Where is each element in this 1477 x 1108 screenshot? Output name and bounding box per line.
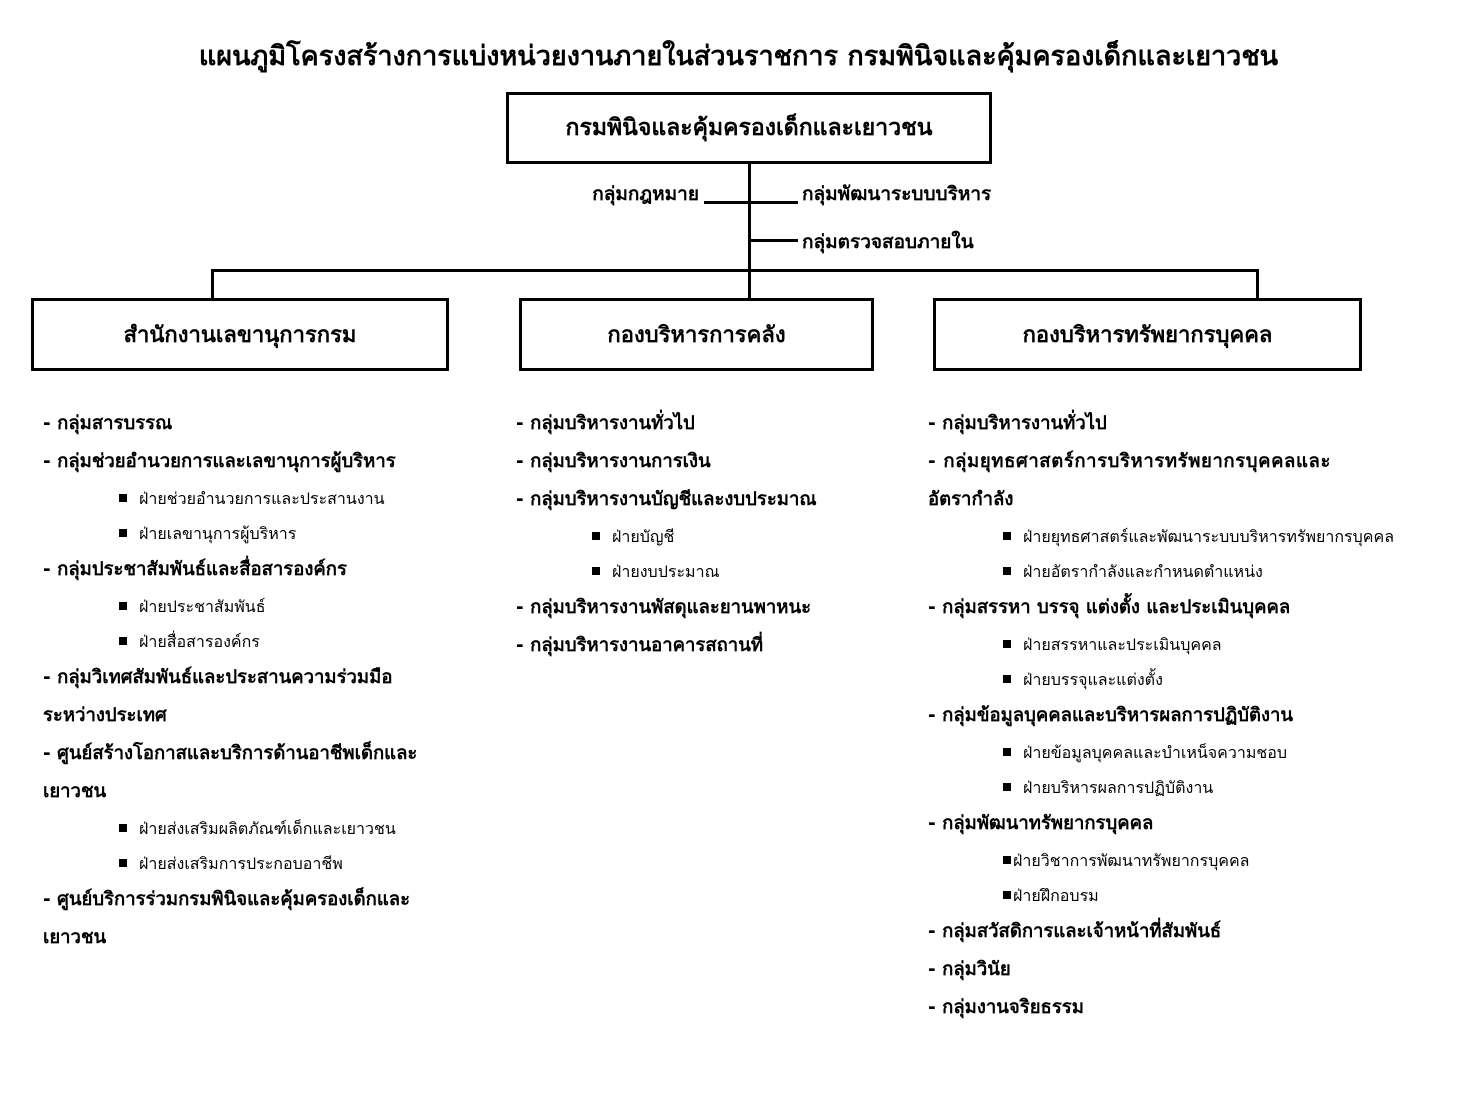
group-item: - กลุ่มวิเทศสัมพันธ์และประสานความร่วมมือ… — [43, 659, 475, 735]
group-item: - กลุ่มบริหารงานพัสดุและยานพาหนะ — [516, 589, 916, 627]
group-label: - กลุ่มบริหารงานการเงิน — [516, 451, 711, 472]
group-item: - กลุ่มบริหารงานทั่วไป — [516, 405, 916, 443]
horizontal-connector — [211, 269, 1259, 272]
subunit-item: ฝ่ายเลขานุการผู้บริหาร — [119, 516, 475, 551]
subunit-list: ฝ่ายข้อมูลบุคคลและบำเหน็จความชอบ ฝ่ายบริ… — [1003, 735, 1463, 805]
group-label: - กลุ่มสวัสดิการและเจ้าหน้าที่สัมพันธ์ — [928, 921, 1222, 942]
division-groups-human-resources: - กลุ่มบริหารงานทั่วไป - กลุ่มยุทธศาสตร์… — [928, 405, 1463, 1027]
group-item: - กลุ่มสารบรรณ — [43, 405, 475, 443]
group-label: - กลุ่มบริหารงานพัสดุและยานพาหนะ — [516, 597, 812, 618]
group-item: - กลุ่มสวัสดิการและเจ้าหน้าที่สัมพันธ์ — [928, 913, 1463, 951]
group-label-continued: ระหว่างประเทศ — [43, 705, 167, 726]
subunit-item: ฝ่ายบริหารผลการปฏิบัติงาน — [1003, 770, 1463, 805]
group-label: - กลุ่มพัฒนาทรัพยากรบุคคล — [928, 813, 1154, 834]
group-label: - กลุ่มสรรหา บรรจุ แต่งตั้ง และประเมินบุ… — [928, 597, 1291, 618]
group-item: - กลุ่มบริหารงานอาคารสถานที่ — [516, 627, 916, 665]
group-label: - กลุ่มประชาสัมพันธ์และสื่อสารองค์กร — [43, 559, 347, 580]
staff-unit-internal-audit: กลุ่มตรวจสอบภายใน — [802, 231, 974, 253]
drop-line-right — [1256, 269, 1259, 299]
group-label: - กลุ่มงานจริยธรรม — [928, 997, 1084, 1018]
drop-line-left — [211, 269, 214, 299]
division-box-human-resources: กองบริหารทรัพยากรบุคคล — [933, 298, 1362, 371]
subunit-list: ฝ่ายวิชาการพัฒนาทรัพยากรบุคคล ฝ่ายฝึกอบร… — [1003, 843, 1463, 913]
group-item: - กลุ่มสรรหา บรรจุ แต่งตั้ง และประเมินบุ… — [928, 589, 1463, 697]
group-label: - กลุ่มบริหารงานอาคารสถานที่ — [516, 635, 764, 656]
staff-connector-2 — [750, 239, 798, 242]
chart-title: แผนภูมิโครงสร้างการแบ่งหน่วยงานภายในส่วน… — [198, 41, 1279, 72]
group-item: - กลุ่มยุทธศาสตร์การบริหารทรัพยากรบุคคลแ… — [928, 443, 1463, 589]
subunit-item: ฝ่ายบัญชี — [592, 519, 916, 554]
group-label: - กลุ่มข้อมูลบุคคลและบริหารผลการปฏิบัติง… — [928, 705, 1294, 726]
subunit-item: ฝ่ายยุทธศาสตร์และพัฒนาระบบบริหารทรัพยากร… — [1003, 519, 1463, 554]
subunit-item: ฝ่ายสรรหาและประเมินบุคคล — [1003, 627, 1463, 662]
subunit-list: ฝ่ายประชาสัมพันธ์ ฝ่ายสื่อสารองค์กร — [119, 589, 475, 659]
subunit-list: ฝ่ายช่วยอำนวยการและประสานงาน ฝ่ายเลขานุก… — [119, 481, 475, 551]
group-item: - กลุ่มวินัย — [928, 951, 1463, 989]
group-item: - กลุ่มบริหารงานบัญชีและงบประมาณ ฝ่ายบัญ… — [516, 481, 916, 589]
subunit-item: ฝ่ายบรรจุและแต่งตั้ง — [1003, 662, 1463, 697]
group-label: - กลุ่มวิเทศสัมพันธ์และประสานความร่วมมือ — [43, 667, 393, 688]
subunit-item: ฝ่ายส่งเสริมการประกอบอาชีพ — [119, 846, 475, 881]
group-label: - กลุ่มวินัย — [928, 959, 1011, 980]
group-item: - กลุ่มงานจริยธรรม — [928, 989, 1463, 1027]
subunit-list: ฝ่ายยุทธศาสตร์และพัฒนาระบบบริหารทรัพยากร… — [1003, 519, 1463, 589]
subunit-item: ฝ่ายฝึกอบรม — [1003, 878, 1463, 913]
trunk-line — [748, 164, 751, 298]
group-item: - ศูนย์บริการร่วมกรมพินิจและคุ้มครองเด็ก… — [43, 881, 475, 957]
group-item: - กลุ่มบริหารงานทั่วไป — [928, 405, 1463, 443]
subunit-item: ฝ่ายข้อมูลบุคคลและบำเหน็จความชอบ — [1003, 735, 1463, 770]
group-label: - กลุ่มบริหารงานทั่วไป — [516, 413, 695, 434]
group-label-continued: เยาวชน — [43, 927, 107, 948]
subunit-item: ฝ่ายอัตรากำลังและกำหนดตำแหน่ง — [1003, 554, 1463, 589]
group-item: - กลุ่มข้อมูลบุคคลและบริหารผลการปฏิบัติง… — [928, 697, 1463, 805]
staff-unit-admin-development: กลุ่มพัฒนาระบบบริหาร — [802, 183, 992, 205]
group-label: - กลุ่มบริหารงานทั่วไป — [928, 413, 1107, 434]
group-item: - กลุ่มประชาสัมพันธ์และสื่อสารองค์กร ฝ่า… — [43, 551, 475, 659]
subunit-item: ฝ่ายประชาสัมพันธ์ — [119, 589, 475, 624]
group-label: - กลุ่มสารบรรณ — [43, 413, 173, 434]
group-item: - กลุ่มบริหารงานการเงิน — [516, 443, 916, 481]
division-label: กองบริหารการคลัง — [607, 323, 786, 348]
group-label: - กลุ่มยุทธศาสตร์การบริหารทรัพยากรบุคคลแ… — [928, 451, 1331, 472]
division-label: สำนักงานเลขานุการกรม — [123, 323, 357, 348]
staff-unit-legal: กลุ่มกฎหมาย — [592, 183, 699, 205]
subunit-item: ฝ่ายสื่อสารองค์กร — [119, 624, 475, 659]
division-label: กองบริหารทรัพยากรบุคคล — [1022, 323, 1273, 348]
group-label: - ศูนย์บริการร่วมกรมพินิจและคุ้มครองเด็ก… — [43, 889, 411, 910]
group-item: - ศูนย์สร้างโอกาสและบริการด้านอาชีพเด็กแ… — [43, 735, 475, 881]
subunit-list: ฝ่ายบัญชี ฝ่ายงบประมาณ — [592, 519, 916, 589]
group-label: - กลุ่มช่วยอำนวยการและเลขานุการผู้บริหาร — [43, 451, 396, 472]
division-box-finance: กองบริหารการคลัง — [519, 298, 874, 371]
subunit-item: ฝ่ายส่งเสริมผลิตภัณฑ์เด็กและเยาวชน — [119, 811, 475, 846]
division-groups-secretariat: - กลุ่มสารบรรณ - กลุ่มช่วยอำนวยการและเลข… — [43, 405, 475, 957]
group-label: - ศูนย์สร้างโอกาสและบริการด้านอาชีพเด็กแ… — [43, 743, 418, 764]
root-unit-label: กรมพินิจและคุ้มครองเด็กและเยาวชน — [565, 115, 933, 141]
group-item: - กลุ่มพัฒนาทรัพยากรบุคคล ฝ่ายวิชาการพัฒ… — [928, 805, 1463, 913]
subunit-list: ฝ่ายสรรหาและประเมินบุคคล ฝ่ายบรรจุและแต่… — [1003, 627, 1463, 697]
staff-connector-1 — [704, 201, 798, 204]
root-unit-box: กรมพินิจและคุ้มครองเด็กและเยาวชน — [506, 92, 992, 164]
group-label: - กลุ่มบริหารงานบัญชีและงบประมาณ — [516, 489, 817, 510]
subunit-item: ฝ่ายช่วยอำนวยการและประสานงาน — [119, 481, 475, 516]
group-label-continued: เยาวชน — [43, 781, 107, 802]
subunit-item: ฝ่ายวิชาการพัฒนาทรัพยากรบุคคล — [1003, 843, 1463, 878]
subunit-item: ฝ่ายงบประมาณ — [592, 554, 916, 589]
group-label-continued: อัตรากำลัง — [928, 489, 1014, 510]
group-item: - กลุ่มช่วยอำนวยการและเลขานุการผู้บริหาร… — [43, 443, 475, 551]
division-groups-finance: - กลุ่มบริหารงานทั่วไป - กลุ่มบริหารงานก… — [516, 405, 916, 665]
division-box-secretariat: สำนักงานเลขานุการกรม — [31, 298, 449, 371]
subunit-list: ฝ่ายส่งเสริมผลิตภัณฑ์เด็กและเยาวชน ฝ่ายส… — [119, 811, 475, 881]
